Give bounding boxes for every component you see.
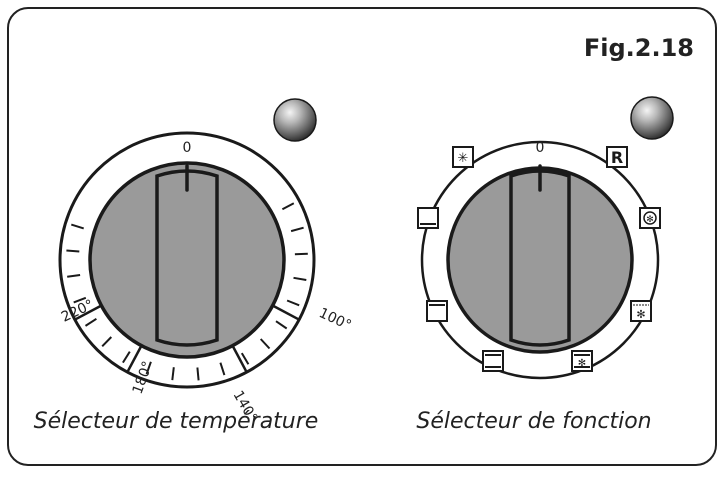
temperature-tick-0 — [281, 202, 295, 211]
temperature-tick-9 — [196, 367, 200, 381]
temperature-tick-16 — [67, 274, 81, 278]
temperature-tick-15 — [73, 296, 87, 304]
svg-text:✳: ✳ — [458, 151, 469, 166]
function-indicator-lamp — [630, 96, 674, 140]
temperature-tick-2 — [294, 252, 308, 256]
bottom-fan-icon[interactable]: ✻ — [571, 350, 593, 372]
temperature-tick-6 — [259, 338, 271, 350]
temperature-tick-3 — [293, 276, 307, 281]
fan-icon[interactable]: ✻ — [639, 207, 661, 229]
temperature-caption: Sélecteur de température — [34, 409, 319, 434]
temperature-tick-17 — [66, 249, 80, 253]
function-caption: Sélecteur de fonction — [416, 409, 651, 434]
function-selector[interactable]: 0 ✳ R ✻ ✻ ✻ — [417, 96, 674, 380]
temperature-zero-label: 0 — [183, 140, 192, 156]
temperature-major-tick-0 — [272, 304, 299, 321]
top-heat-icon[interactable] — [426, 300, 448, 322]
temperature-indicator-lamp — [273, 98, 317, 142]
temperature-tick-10 — [171, 367, 175, 381]
temperature-tick-4 — [286, 299, 300, 307]
temperature-tick-1 — [290, 226, 304, 233]
temperature-tick-11 — [145, 361, 152, 375]
svg-text:R: R — [611, 148, 623, 167]
reset-r-icon[interactable]: R — [606, 146, 628, 168]
defrost-icon[interactable]: ✳ — [452, 146, 474, 168]
bottom-heat-icon[interactable] — [482, 350, 504, 372]
temperature-major-tick-2 — [126, 345, 143, 372]
temperature-tick-18 — [71, 223, 84, 230]
svg-text:✻: ✻ — [646, 215, 654, 225]
figure-label: Fig.2.18 — [584, 34, 694, 62]
temperature-major-tick-1 — [231, 345, 248, 372]
temperature-knob-grip[interactable] — [155, 169, 219, 347]
temperature-tick-13 — [101, 336, 113, 347]
bottom-heat-only-icon[interactable] — [417, 207, 439, 229]
temperature-tick-8 — [219, 362, 226, 376]
function-zero-label: 0 — [536, 140, 545, 156]
temperature-tick-14 — [84, 317, 97, 327]
temperature-major-tick-3 — [75, 304, 102, 321]
temperature-scale-ticks — [66, 202, 308, 381]
function-dial-ring — [420, 140, 660, 380]
svg-text:✻: ✻ — [636, 308, 645, 321]
temperature-tick-7 — [240, 352, 250, 365]
temperature-tick-12 — [122, 351, 131, 364]
top-grill-fan-icon[interactable]: ✻ — [630, 300, 652, 322]
function-knob-grip[interactable] — [509, 169, 571, 347]
temperature-selector[interactable]: 0 100° 140° 180° 220° — [58, 98, 354, 425]
temperature-tick-5 — [275, 320, 288, 330]
svg-text:✻: ✻ — [578, 358, 586, 369]
